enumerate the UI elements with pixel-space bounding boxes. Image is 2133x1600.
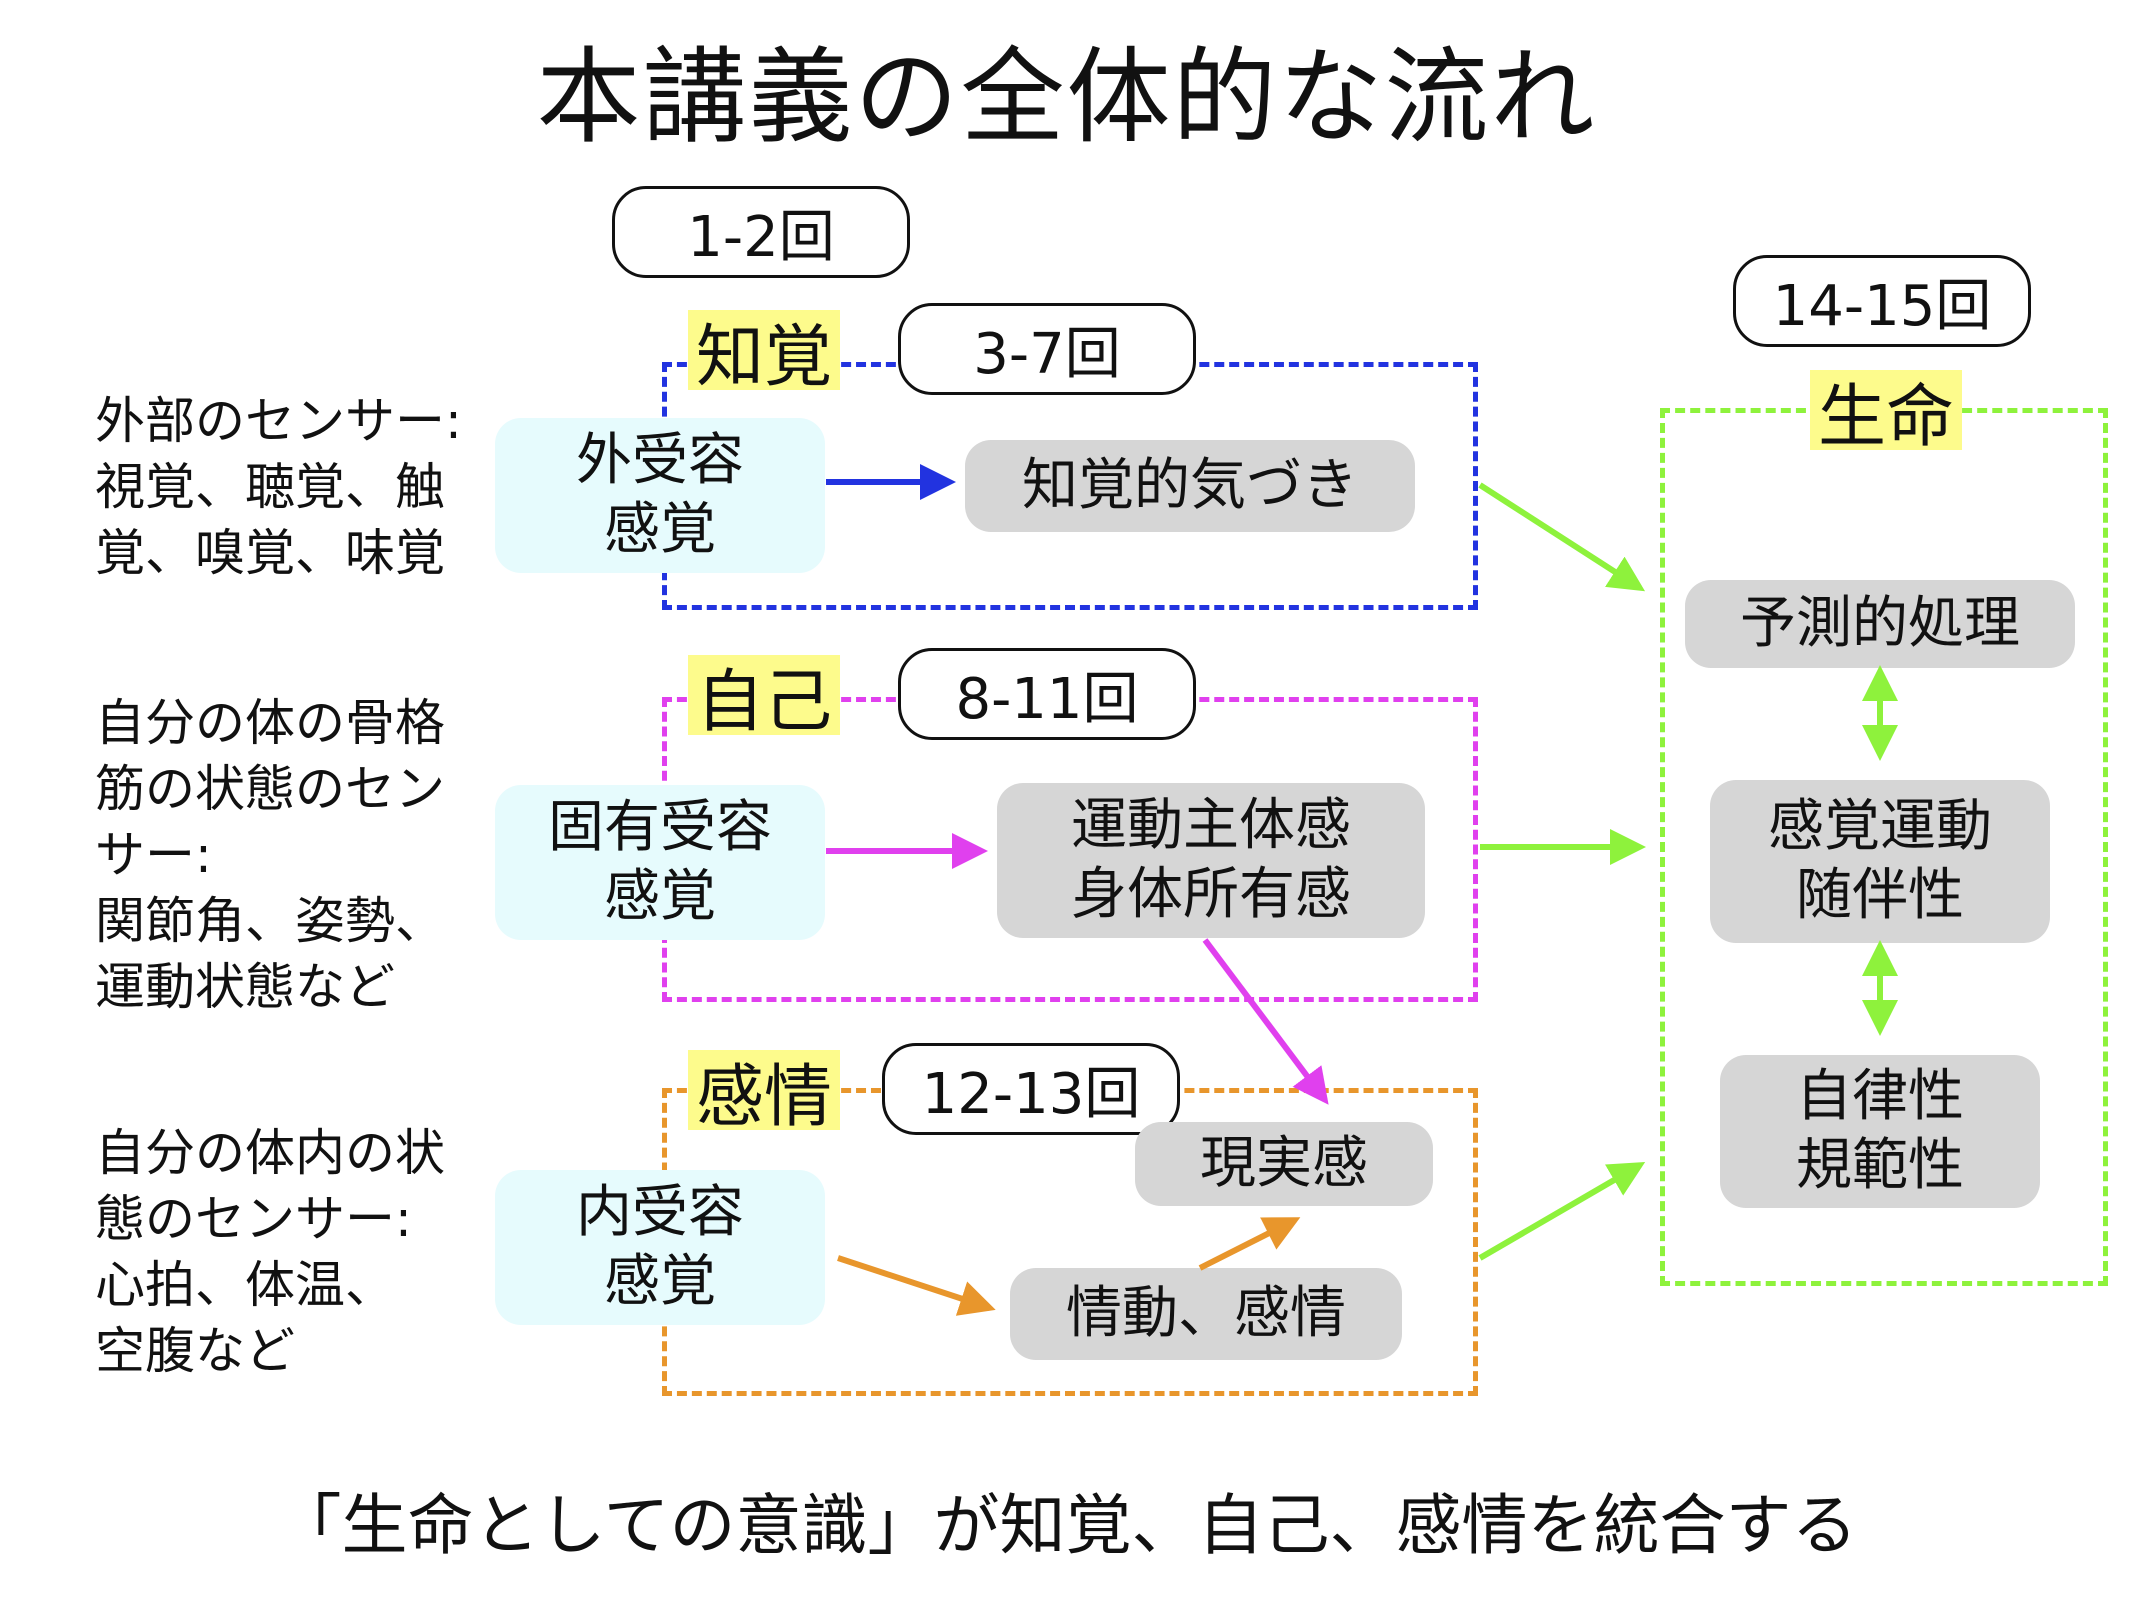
arrow-agency-to-reality	[1202, 938, 1329, 1105]
proprioception-box: 固有受容 感覚	[495, 785, 825, 940]
arrow-emotion-to-life	[1478, 1161, 1646, 1261]
session-badge-8-11: 8-11回	[898, 648, 1196, 740]
page-title: 本講義の全体的な流れ	[536, 36, 1597, 158]
section-tag-perception: 知覚	[688, 310, 840, 397]
emotion-feeling-box: 情動、感情	[1010, 1268, 1402, 1360]
section-tag-self: 自己	[688, 655, 840, 742]
section-tag-emotion: 感情	[688, 1050, 840, 1137]
summary-caption: 「生命としての意識」が知覚、自己、感情を統合する	[275, 1487, 1858, 1564]
arrow-emotion-to-reality	[1198, 1217, 1301, 1271]
section-tag-life: 生命	[1810, 370, 1962, 457]
session-badge-14-15: 14-15回	[1733, 255, 2031, 347]
interoceptive-sensor-note: 自分の体内の状 態のセンサー: 心拍、体温、 空腹など	[95, 1124, 445, 1380]
reality-box: 現実感	[1135, 1122, 1433, 1206]
session-badge-12-13: 12-13回	[882, 1043, 1180, 1135]
external-sensor-note: 外部のセンサー: 視覚、聴覚、触 覚、嗅覚、味覚	[95, 392, 462, 582]
arrow-perception-to-life	[1478, 482, 1646, 592]
interoception-box: 内受容 感覚	[495, 1170, 825, 1325]
perceptual-awareness-box: 知覚的気づき	[965, 440, 1415, 532]
session-badge-1-2: 1-2回	[612, 186, 910, 278]
proprioceptive-sensor-note: 自分の体の骨格 筋の状態のセン サー: 関節角、姿勢、 運動状態など	[95, 694, 445, 1016]
agency-ownership-box: 運動主体感 身体所有感	[997, 783, 1425, 938]
sensorimotor-contingency-box: 感覚運動 随伴性	[1710, 780, 2050, 943]
session-badge-3-7: 3-7回	[898, 303, 1196, 395]
arrow-interoception-to-emotion	[837, 1255, 996, 1316]
exteroception-box: 外受容 感覚	[495, 418, 825, 573]
autonomy-normativity-box: 自律性 規範性	[1720, 1055, 2040, 1208]
predictive-processing-box: 予測的処理	[1685, 580, 2075, 668]
